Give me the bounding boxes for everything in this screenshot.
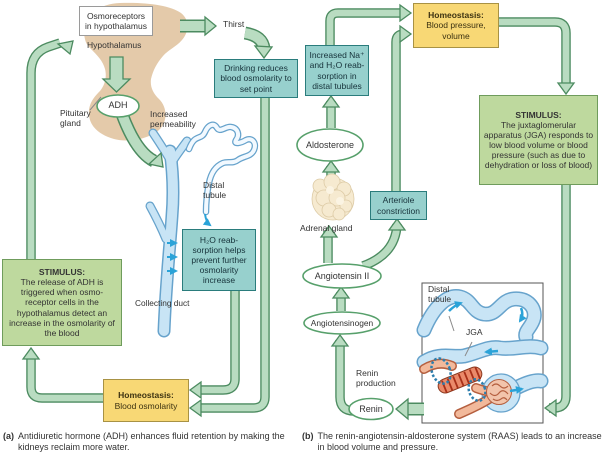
inset-distal-tubule-label: Distal tubule bbox=[428, 284, 452, 304]
thirst-label: Thirst bbox=[223, 19, 245, 29]
hypothalamus-label: Hypothalamus bbox=[87, 40, 142, 50]
adh-label: ADH bbox=[108, 100, 128, 110]
hormone-ovals bbox=[96, 94, 394, 421]
increased-permeability-label: Increased permeability bbox=[150, 109, 196, 129]
homeostasis-b-body: Blood pressure, volume bbox=[426, 20, 486, 41]
caption-a: (a) Antidiuretic hormone (ADH) enhances … bbox=[3, 431, 295, 454]
angiotensinogen-label: Angiotensinogen bbox=[310, 318, 374, 328]
distal-tubule-shape bbox=[185, 121, 259, 216]
collecting-duct bbox=[145, 128, 192, 338]
renin-production-label: Renin production bbox=[356, 368, 396, 388]
pointer-lines bbox=[89, 96, 473, 357]
angiotensinogen-oval-shape bbox=[303, 311, 381, 335]
drinking-box: Drinking reduces blood osmolarity to set… bbox=[214, 59, 298, 98]
stimulus-a-box: STIMULUS: The release of ADH is triggere… bbox=[2, 259, 122, 346]
flow-arrows bbox=[21, 3, 576, 418]
caption-b-label: (b) bbox=[302, 431, 314, 441]
homeostasis-a-title: Homeostasis: bbox=[118, 390, 174, 401]
water-flow-arrows bbox=[167, 213, 212, 275]
h2o-reabsorption-box: H₂O reab- sorption helps prevent further… bbox=[182, 229, 256, 291]
angiotensin2-label: Angiotensin II bbox=[314, 271, 370, 281]
homeostasis-a-box: Homeostasis: Blood osmolarity bbox=[103, 379, 189, 422]
angiotensin2-oval-shape bbox=[302, 263, 382, 289]
renin-oval-shape bbox=[348, 397, 394, 421]
pituitary-gland-label: Pituitary gland bbox=[60, 108, 91, 128]
caption-b: (b) The renin-angiotensin-aldosterone sy… bbox=[302, 431, 602, 454]
inset-flow-arrows bbox=[448, 301, 527, 394]
inset-jga-label: JGA bbox=[466, 327, 483, 337]
adrenal-gland-label: Adrenal gland bbox=[300, 223, 353, 233]
stimulus-b-title: STIMULUS: bbox=[515, 109, 562, 120]
aldosterone-oval-shape bbox=[296, 128, 364, 162]
renin-label: Renin bbox=[359, 404, 383, 414]
osmoreceptors-box: Osmoreceptors in hypothalamus bbox=[79, 6, 153, 36]
homeostasis-b-box: Homeostasis: Blood pressure, volume bbox=[413, 3, 499, 48]
stimulus-b-box: STIMULUS: The juxtaglomerular apparatus … bbox=[479, 95, 598, 185]
nephron-inset bbox=[416, 282, 549, 424]
aldosterone-label: Aldosterone bbox=[305, 140, 355, 150]
increased-na-box: Increased Na⁺ and H₂O reab- sorption in … bbox=[305, 45, 369, 96]
arteriole-constriction-box: Arteriole constriction bbox=[370, 191, 427, 220]
caption-b-text: The renin-angiotensin-aldosterone system… bbox=[317, 431, 602, 453]
collecting-duct-label: Collecting duct bbox=[135, 298, 190, 308]
raas-loop-arrows bbox=[394, 185, 571, 421]
stimulus-a-body: The release of ADH is triggered when osm… bbox=[9, 277, 115, 338]
stimulus-a-title: STIMULUS: bbox=[38, 267, 86, 278]
distal-tubule-label: Distal tubule bbox=[203, 180, 227, 200]
adh-oval-shape bbox=[96, 94, 140, 118]
caption-a-text: Antidiuretic hormone (ADH) enhances flui… bbox=[18, 431, 285, 453]
caption-a-label: (a) bbox=[3, 431, 14, 441]
adrenal-gland-shape bbox=[311, 173, 355, 221]
homeostasis-a-body: Blood osmolarity bbox=[114, 400, 178, 411]
homeostasis-b-title: Homeostasis: bbox=[428, 10, 484, 21]
stimulus-b-body: The juxtaglomerular apparatus (JGA) resp… bbox=[483, 119, 594, 171]
